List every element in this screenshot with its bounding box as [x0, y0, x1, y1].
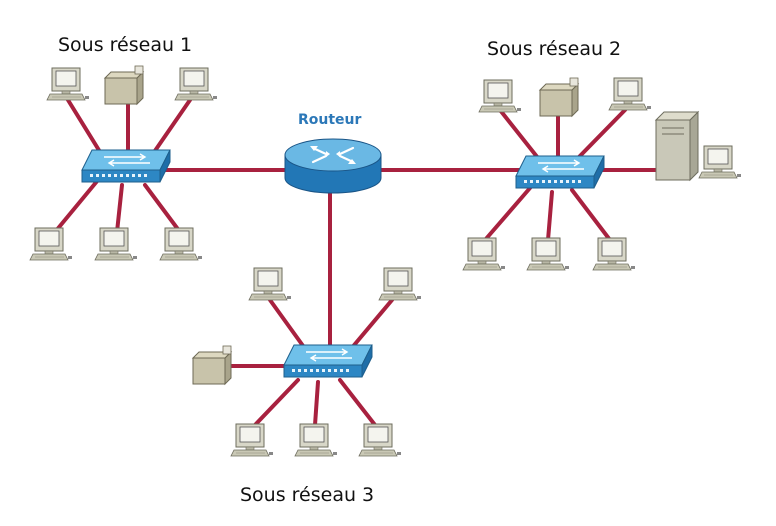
cable: [338, 378, 377, 427]
cables: [53, 98, 662, 427]
workstation: [526, 237, 570, 271]
workstation: [358, 423, 402, 457]
cable: [348, 298, 394, 352]
cable: [570, 188, 612, 242]
workstation: [592, 237, 636, 271]
switch: [81, 149, 171, 183]
subnet-3-label: Sous réseau 3: [240, 484, 375, 506]
workstation: [174, 67, 218, 101]
workstation: [29, 227, 73, 261]
cable: [115, 183, 124, 234]
workstation: [159, 227, 203, 261]
cable: [546, 190, 554, 242]
cable: [253, 378, 300, 427]
workstation: [94, 227, 138, 261]
cable: [143, 183, 182, 234]
printer: [104, 65, 144, 105]
cable: [268, 298, 308, 352]
cable: [313, 380, 320, 427]
workstation: [294, 423, 338, 457]
workstation: [378, 267, 422, 301]
printer: [192, 345, 232, 385]
router: [284, 138, 382, 194]
server: [654, 110, 700, 182]
cable: [483, 186, 532, 242]
workstation: [248, 267, 292, 301]
cable: [576, 108, 627, 160]
printer: [539, 77, 579, 117]
router-label: Routeur: [298, 112, 362, 128]
workstation: [698, 145, 742, 179]
cable: [148, 98, 192, 160]
cable: [53, 178, 100, 234]
switch: [283, 344, 373, 378]
subnet-2-label: Sous réseau 2: [487, 38, 622, 60]
workstation: [230, 423, 274, 457]
switch: [515, 155, 605, 189]
workstation: [608, 77, 652, 111]
cable: [498, 108, 540, 160]
workstation: [478, 79, 522, 113]
workstation: [462, 237, 506, 271]
workstation: [46, 67, 90, 101]
subnet-1-label: Sous réseau 1: [58, 34, 193, 56]
